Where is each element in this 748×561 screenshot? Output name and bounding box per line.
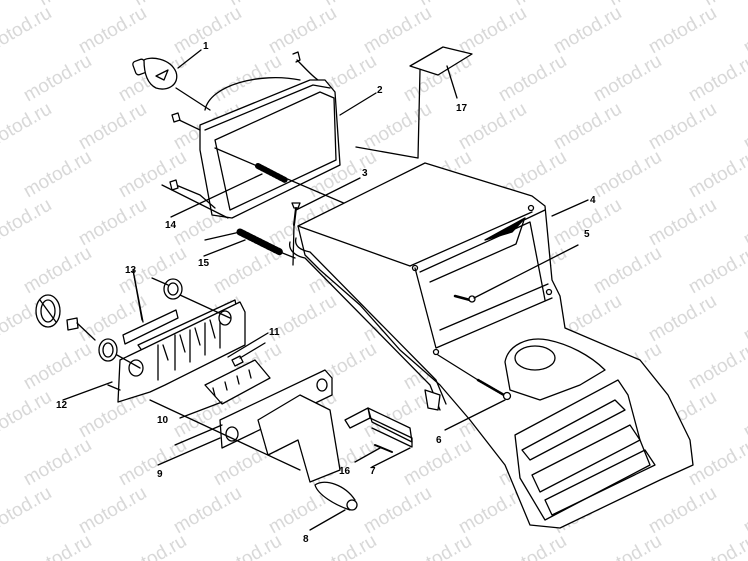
lock-and-grommets-part: [35, 277, 231, 369]
knob-part: [309, 481, 358, 531]
switch-part: [344, 407, 413, 468]
callout-9: 9: [157, 469, 163, 480]
bulb-part: [132, 57, 211, 111]
springs-part: [204, 163, 296, 259]
callout-2: 2: [377, 85, 383, 96]
callout-10: 10: [157, 415, 169, 426]
callout-16: 16: [339, 466, 351, 477]
callout-15: 15: [198, 258, 210, 269]
switch-block-part: [179, 342, 271, 419]
callout-3: 3: [362, 168, 368, 179]
leader-lines: [62, 49, 589, 401]
headlight-housing-part: [161, 51, 361, 219]
callout-6: 6: [436, 435, 442, 446]
console-panel-part: [107, 299, 246, 403]
callout-8: 8: [303, 534, 309, 545]
callout-14: 14: [165, 220, 177, 231]
callout-12: 12: [56, 400, 68, 411]
screw-part: [291, 177, 361, 266]
callout-17: 17: [456, 103, 468, 114]
callout-4: 4: [590, 195, 596, 206]
callout-13: 13: [125, 265, 137, 276]
callout-1: 1: [203, 41, 209, 52]
mounting-bracket-part: [149, 369, 341, 483]
callout-5: 5: [584, 229, 590, 240]
callout-7: 7: [370, 466, 376, 477]
callout-11: 11: [269, 327, 280, 338]
window-screw-part: [453, 244, 579, 303]
long-screw-part: [437, 354, 512, 431]
hood-cowl-part: [289, 162, 694, 529]
decal-part: [355, 46, 473, 159]
